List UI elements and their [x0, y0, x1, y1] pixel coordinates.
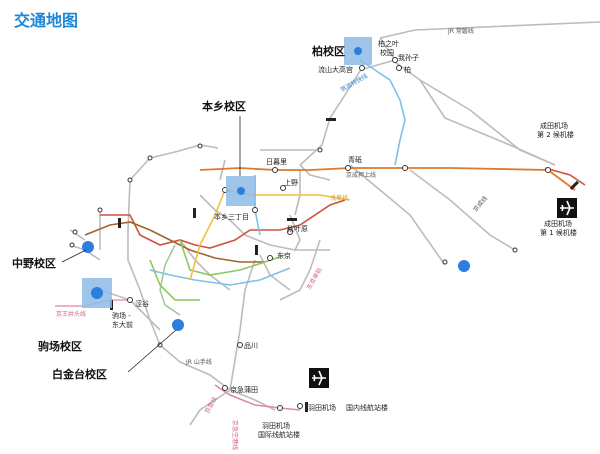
station-narita-t1-2: 第 1 候机楼	[540, 228, 577, 237]
station-markers	[110, 118, 579, 412]
station-narita-t2-1: 成田机场	[540, 121, 568, 130]
station-kashiwanoha: 柏之叶	[378, 39, 399, 48]
station-shibuya: 涩谷	[135, 299, 149, 308]
station-haneda-intl-2: 国际线航站楼	[258, 430, 300, 439]
campus-hongo	[226, 176, 256, 206]
shirokanedai-leader-line	[127, 329, 177, 373]
station-nagareyama: 流山大高宫	[318, 65, 353, 74]
label-keio-inokashira: 京王井头线	[56, 310, 86, 318]
station-narita-t1-1: 成田机场	[544, 219, 572, 228]
station-abiko: 我孙子	[398, 53, 419, 62]
station-akihabara: 秋叶原	[287, 224, 308, 233]
campus-label-hongo: 本乡校区	[202, 99, 246, 113]
label-keisei: 京成线	[471, 194, 489, 213]
campus-label-kashiwa: 柏校区	[312, 44, 345, 58]
red-line-east	[250, 199, 346, 231]
station-kashiwanoha-campus: 校园	[380, 48, 394, 57]
station-aoto: 青砥	[348, 155, 362, 164]
campus-label-komaba: 驹场校区	[38, 339, 82, 353]
blue-line-south	[149, 267, 291, 286]
station-komaba-2: 东大前	[112, 320, 133, 329]
campus-label-nakano: 中野校区	[12, 256, 56, 270]
station-tokyo: 东京	[277, 251, 291, 260]
label-keikyu: 京急线	[203, 395, 219, 415]
label-asakusa: 浅草线	[330, 194, 348, 202]
label-jr-yamanote: JR 山手线	[185, 358, 212, 366]
station-komaba-1: 驹场 -	[112, 311, 131, 320]
label-keisei-oshiage: 京成押上线	[346, 171, 376, 179]
orange-line	[199, 167, 576, 191]
campus-kashiwa	[344, 37, 372, 65]
label-jr-joban: JR 常磐线	[447, 27, 474, 35]
station-kashiwa: 柏	[404, 65, 411, 74]
station-narita-t2-2: 第 2 候机楼	[537, 130, 574, 139]
map-title: 交通地图	[14, 11, 78, 30]
campus-komaba	[82, 278, 112, 308]
red-line-narita	[544, 167, 586, 186]
station-ueno: 上野	[284, 178, 298, 187]
station-hongo-sanchome: 本乡三丁目	[214, 212, 249, 221]
station-dots	[69, 57, 551, 411]
brown-line	[84, 221, 265, 263]
gray-rail-network	[69, 21, 600, 426]
station-shinagawa: 品川	[244, 342, 258, 350]
blue-line-north	[359, 59, 406, 166]
campus-label-shirokanedai: 白金台校区	[52, 367, 107, 381]
nakano-leader-line	[61, 249, 87, 263]
green-line	[179, 239, 286, 276]
label-tokyo-monorail: 东京单轨	[305, 266, 324, 291]
loop-line	[159, 244, 181, 316]
station-haneda: 羽田机场	[308, 403, 336, 412]
label-keikyu-airport: 京急空港线	[231, 420, 239, 450]
station-nippori: 日暮里	[266, 157, 287, 166]
station-haneda-domestic: 国内线航站楼	[346, 403, 388, 412]
airplane-icon-narita	[557, 198, 577, 218]
yellow-line-2	[189, 189, 226, 281]
label-tsukuba-express: 筑波特快线	[339, 72, 369, 94]
airplane-icon	[309, 368, 329, 388]
keikyu-airport-line	[214, 384, 301, 411]
station-haneda-intl-1: 羽田机场	[262, 421, 290, 430]
green-line-2	[149, 259, 200, 301]
campus-nakano-dot	[82, 241, 94, 253]
campus-east-dot	[458, 260, 470, 272]
campus-shirokanedai-dot	[172, 319, 184, 331]
station-keikyu-kamata: 京急蒲田	[230, 385, 258, 394]
